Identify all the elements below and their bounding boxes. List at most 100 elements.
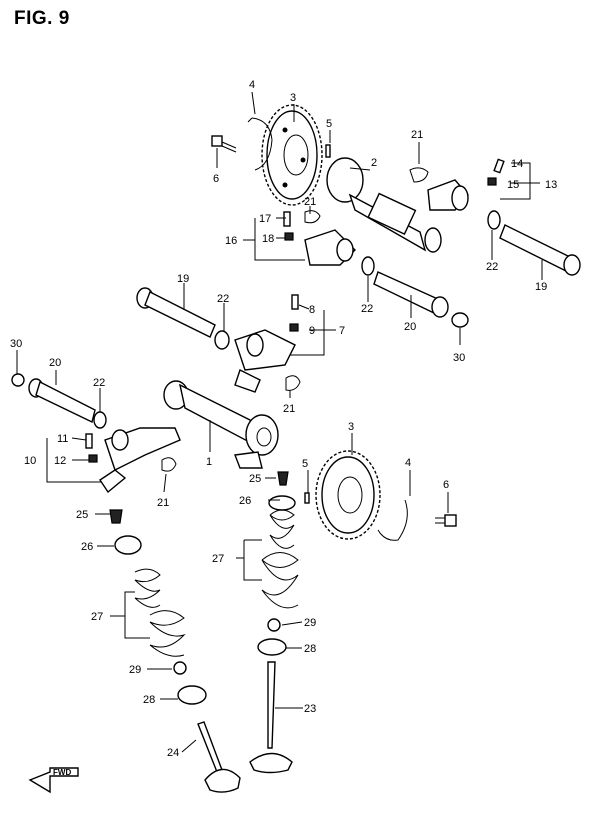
clip-21-upper-right	[409, 167, 429, 183]
rocker-shaft-upper-left	[136, 287, 216, 338]
rocker-arm-16	[304, 229, 356, 266]
callout-part-22-lower-left: 22	[93, 377, 105, 389]
callout-part-21-upper-right: 21	[411, 129, 423, 141]
fwd-label: FWD	[53, 768, 71, 777]
callout-part-21-lower-left: 21	[157, 497, 169, 509]
lock-nut-18	[284, 232, 294, 241]
callout-part-5-upper: 5	[326, 118, 332, 130]
callout-part-28-right: 28	[304, 643, 316, 655]
adjuster-screw-11	[85, 433, 93, 449]
retaining-clip-upper	[247, 117, 273, 171]
callout-part-30-right: 30	[453, 352, 465, 364]
callout-part-16: 16	[225, 235, 237, 247]
wave-washer-lower-left	[93, 411, 107, 429]
valve-seal-29-left	[173, 661, 187, 675]
callout-part-22-upper-right: 22	[486, 261, 498, 273]
callout-part-6-upper: 6	[213, 173, 219, 185]
lock-nut-9	[289, 323, 299, 332]
callout-part-14: 14	[511, 158, 523, 170]
cap-30-right	[451, 312, 469, 328]
lock-nut-15	[487, 177, 497, 186]
rocker-shaft-mid-right	[373, 271, 449, 318]
clip-21-mid	[304, 210, 321, 224]
callout-part-23: 23	[304, 703, 316, 715]
bolt-lower	[435, 514, 457, 527]
callout-part-12: 12	[54, 455, 66, 467]
cotter-25-left	[109, 509, 123, 524]
callout-part-29-right: 29	[304, 617, 316, 629]
callout-part-21-mid: 21	[304, 196, 316, 208]
callout-part-22-mid: 22	[361, 303, 373, 315]
callout-part-30-left: 30	[10, 338, 22, 350]
adjuster-screw-14	[493, 158, 505, 174]
callout-part-6-lower: 6	[443, 479, 449, 491]
callout-part-27-right: 27	[212, 553, 224, 565]
callout-part-18: 18	[262, 233, 274, 245]
camshaft-upper	[326, 157, 442, 253]
valve-24-left	[197, 721, 241, 793]
callout-part-15: 15	[507, 179, 519, 191]
rocker-arm-7	[234, 329, 296, 393]
callout-part-17: 17	[259, 213, 271, 225]
retainer-26-left	[114, 535, 142, 555]
callout-part-28-left: 28	[143, 694, 155, 706]
wave-washer-mid	[361, 256, 375, 276]
callout-part-1: 1	[206, 456, 212, 468]
callout-part-19-left: 19	[177, 273, 189, 285]
callout-part-25-left: 25	[76, 509, 88, 521]
figure-title: FIG. 9	[14, 8, 70, 29]
callout-part-2: 2	[371, 157, 377, 169]
callout-part-4-lower: 4	[405, 457, 411, 469]
callout-part-26-right: 26	[239, 495, 251, 507]
wave-washer-left	[214, 330, 230, 350]
callout-part-3-lower: 3	[348, 421, 354, 433]
callout-part-21-lower-mid: 21	[283, 403, 295, 415]
lock-nut-12	[88, 454, 98, 463]
rocker-shaft-lower-left	[28, 378, 96, 424]
wave-washer-upper-right	[487, 210, 501, 230]
spring-seat-28-left	[177, 685, 207, 705]
adjuster-screw-17	[283, 211, 291, 227]
cam-sprocket-upper	[261, 104, 323, 206]
callout-part-13: 13	[545, 179, 557, 191]
callout-part-29-left: 29	[129, 664, 141, 676]
retainer-26-right	[268, 495, 296, 511]
bolt-upper	[211, 135, 237, 153]
cam-sprocket-lower	[315, 450, 381, 540]
spring-seat-28-right	[257, 638, 287, 656]
valve-spring-27-right	[261, 509, 299, 609]
clip-21-lower-left	[161, 457, 177, 472]
callout-part-3-upper: 3	[290, 92, 296, 104]
valve-23-right	[249, 661, 293, 774]
retaining-clip-lower	[377, 499, 408, 541]
cap-30-left	[11, 373, 25, 387]
adjuster-screw-8	[291, 294, 299, 310]
callout-part-8: 8	[309, 304, 315, 316]
callout-part-24: 24	[167, 747, 179, 759]
callout-part-7: 7	[339, 325, 345, 337]
callout-part-20-right: 20	[404, 321, 416, 333]
pin-upper	[325, 144, 331, 158]
valve-spring-27-left	[134, 568, 186, 657]
callout-part-22-left: 22	[217, 293, 229, 305]
camshaft-lower	[163, 380, 279, 469]
rocker-arm-10	[99, 427, 181, 494]
rocker-shaft-upper-right	[499, 224, 581, 276]
rocker-arm-upper-right	[427, 179, 469, 211]
callout-part-25-right: 25	[249, 473, 261, 485]
callout-part-20-left: 20	[49, 357, 61, 369]
callout-labels: 4 3 6 5 2 21 14 15 13 22 19 17 21 16 18 …	[10, 79, 557, 759]
callout-part-10: 10	[24, 455, 36, 467]
pin-lower	[304, 492, 310, 504]
callout-part-5-lower: 5	[302, 458, 308, 470]
fwd-arrow-icon: FWD	[28, 767, 79, 794]
valve-seal-29-right	[267, 618, 281, 632]
leader-lines	[16, 91, 543, 753]
callout-part-9: 9	[309, 325, 315, 337]
callout-part-4-upper: 4	[249, 79, 255, 91]
callout-part-27-left: 27	[91, 611, 103, 623]
callout-part-26-left: 26	[81, 541, 93, 553]
callout-part-19-right: 19	[535, 281, 547, 293]
clip-21-lower-mid	[285, 375, 301, 391]
